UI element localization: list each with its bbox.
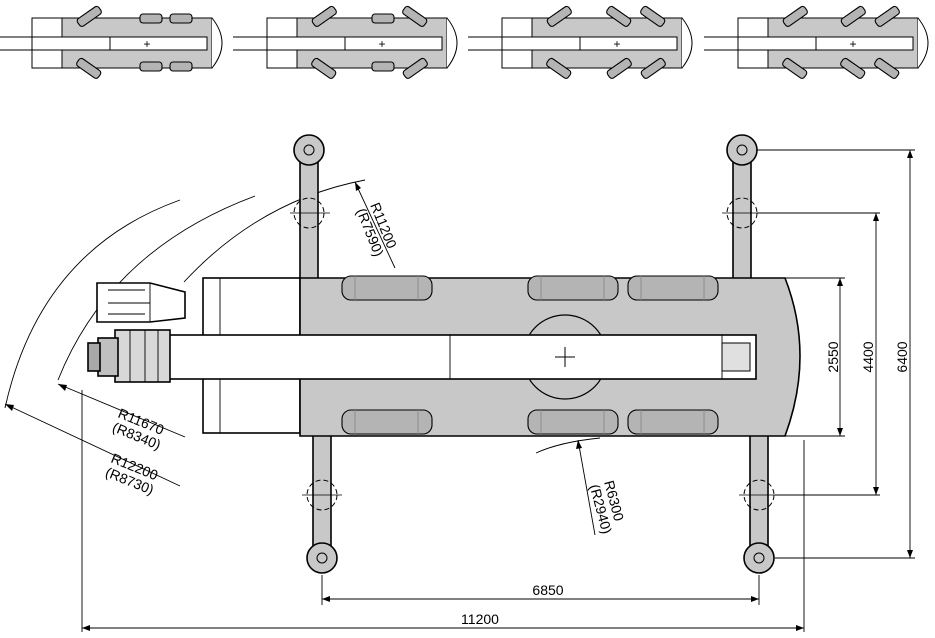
outrigger-rear-lower [739,429,779,574]
tires [341,275,719,435]
svg-text:+: + [143,37,150,51]
svg-text:+: + [378,37,385,51]
radius-label-front-outer: R11200 (R7590) [353,200,400,259]
steering-mode-thumbnail-4: + [704,5,929,79]
radius-label-rear-max: R12200 (R8730) [103,450,160,498]
outrigger-front-lower [302,429,342,574]
dim-overall-length: 11200 [461,611,499,627]
steering-mode-thumbnail-3: + [468,5,693,79]
dim-outrigger-span-full: 6400 [894,341,910,372]
boom [167,334,757,380]
operator-cab [96,282,186,323]
dim-outrigger-span-partial: 4400 [860,341,876,372]
radius-label-inner: R6300 (R2940) [587,479,628,536]
svg-text:+: + [613,37,620,51]
dim-wheelbase: 6850 [532,582,563,598]
outrigger-front-upper [290,134,330,281]
boom-head [87,329,171,383]
dimension-lines [4,149,915,632]
steering-mode-thumbnail-1: + [0,5,223,79]
svg-text:+: + [849,37,856,51]
steering-mode-thumbnail-2: + [233,5,458,79]
outrigger-rear-upper [722,134,762,281]
dim-track-width: 2550 [825,341,841,372]
swing-radius-arcs [4,179,601,454]
radius-label-boom-head: R11670 (R8340) [110,405,166,453]
